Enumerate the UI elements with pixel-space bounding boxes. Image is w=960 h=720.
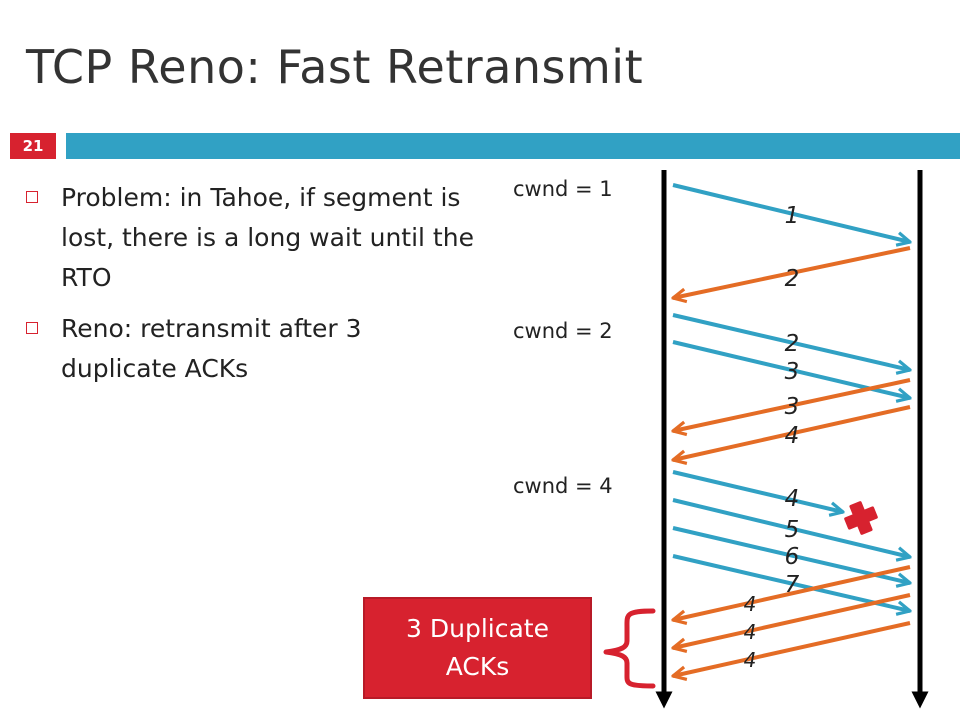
cwnd-label: cwnd = 2 — [513, 319, 613, 343]
dup-ack-label: 4 — [744, 592, 757, 616]
dup-ack-label: 4 — [744, 620, 757, 644]
slide-title: TCP Reno: Fast Retransmit — [26, 40, 644, 94]
segment-arrow — [672, 498, 910, 557]
duplicate-acks-callout: 3 Duplicate ACKs — [363, 597, 592, 699]
bullet-item: Problem: in Tahoe, if segment is lost, t… — [24, 178, 474, 298]
segment-arrow — [672, 313, 910, 370]
segment-label: 3 — [785, 394, 800, 420]
slide-number: 21 — [10, 133, 56, 159]
square-bullet-icon — [26, 191, 38, 203]
cwnd-label: cwnd = 1 — [513, 177, 613, 201]
segment-label: 4 — [785, 486, 800, 512]
bullet-text: Reno: retransmit after 3 duplicate ACKs — [61, 314, 362, 383]
segment-label: 3 — [785, 359, 800, 385]
curly-brace — [603, 608, 656, 689]
ack-arrow — [673, 378, 911, 431]
segment-label: 7 — [785, 572, 800, 598]
cwnd-label: cwnd = 4 — [513, 474, 613, 498]
segment-label: 2 — [785, 266, 800, 292]
segment-label: 4 — [785, 423, 800, 449]
title-rule — [66, 133, 960, 159]
packet-loss-icon — [844, 501, 878, 535]
bullet-text: Problem: in Tahoe, if segment is lost, t… — [61, 183, 474, 292]
segment-label: 6 — [785, 544, 800, 570]
segment-arrow — [672, 183, 910, 242]
ack-arrow — [673, 405, 911, 460]
segment-label: 2 — [785, 331, 800, 357]
ack-arrow — [673, 621, 911, 676]
bullet-item: Reno: retransmit after 3 duplicate ACKs — [24, 309, 474, 389]
ack-arrow — [673, 565, 911, 620]
dup-ack-label: 4 — [744, 648, 757, 672]
ack-arrow — [673, 593, 911, 648]
ack-arrow — [673, 246, 911, 298]
bullet-list: Problem: in Tahoe, if segment is lost, t… — [24, 178, 474, 400]
square-bullet-icon — [26, 322, 38, 334]
segment-label: 5 — [785, 517, 800, 543]
segment-arrow — [672, 470, 843, 512]
segment-label: 1 — [785, 203, 800, 229]
